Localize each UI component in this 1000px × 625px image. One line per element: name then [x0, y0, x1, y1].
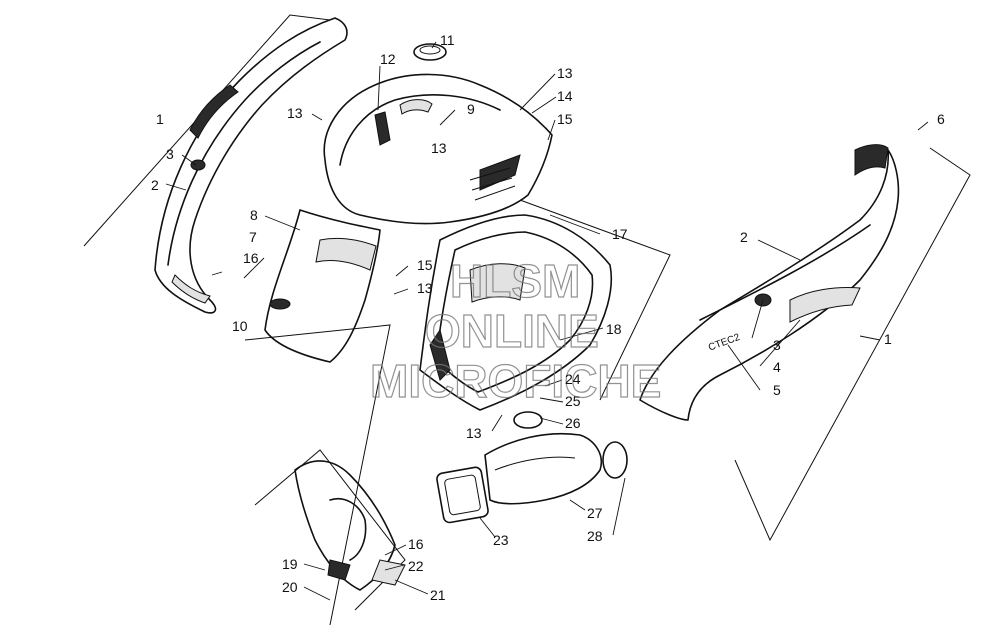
- watermark-line-3: MICROFICHE: [370, 355, 661, 407]
- right-side-panel: CTEC2: [639, 144, 971, 542]
- callout-9: 9: [467, 101, 475, 117]
- callout-13-lower: 13: [466, 425, 482, 441]
- callout-24: 24: [565, 371, 581, 387]
- callout-4: 4: [773, 359, 781, 375]
- callout-14: 14: [557, 88, 573, 104]
- callout-28: 28: [587, 528, 603, 544]
- callout-18: 18: [606, 321, 622, 337]
- callout-13-top-right: 13: [557, 65, 573, 81]
- callout-11: 11: [440, 32, 455, 48]
- callout-1-left: 1: [156, 111, 164, 127]
- callout-15-middle: 15: [417, 257, 433, 273]
- callout-3-right: 3: [773, 337, 781, 353]
- callout-23: 23: [493, 532, 509, 548]
- callout-19: 19: [282, 556, 298, 572]
- callout-3-left: 3: [166, 146, 174, 162]
- callout-17: 17: [612, 226, 628, 242]
- callout-2-right: 2: [740, 229, 748, 245]
- watermark: HLSM ONLINE MICROFICHE: [369, 254, 662, 407]
- callout-13-hood-center: 13: [431, 140, 447, 156]
- part-11-grommet: [413, 43, 447, 61]
- air-box-tray: [419, 199, 671, 411]
- callout-27: 27: [587, 505, 603, 521]
- callout-13-middle: 13: [417, 280, 433, 296]
- leader-lines: [165, 41, 929, 601]
- callout-12: 12: [380, 51, 396, 67]
- callout-labels: 1 3 2 8 7 16 10 11 12 13 9 13 13 14 15 6…: [151, 32, 945, 603]
- callout-7: 7: [249, 229, 257, 245]
- callout-25: 25: [565, 393, 581, 409]
- callout-2-left: 2: [151, 177, 159, 193]
- lower-nose-panel: [254, 449, 406, 611]
- callout-5: 5: [773, 382, 781, 398]
- watermark-line-2: ONLINE: [425, 305, 599, 357]
- callout-13-hood-left: 13: [287, 105, 303, 121]
- callout-1-right: 1: [884, 331, 892, 347]
- watermark-line-1: HLSM: [450, 255, 580, 307]
- front-hood: [244, 73, 553, 625]
- callout-15-top: 15: [557, 111, 573, 127]
- callout-8: 8: [250, 207, 258, 223]
- callout-20: 20: [282, 579, 298, 595]
- callout-16-left: 16: [243, 250, 259, 266]
- decal-text: CTEC2: [707, 332, 742, 354]
- callout-6: 6: [937, 111, 945, 127]
- intake-ducts: [436, 411, 628, 524]
- callout-16-lower: 16: [408, 536, 424, 552]
- callout-21: 21: [430, 587, 446, 603]
- callout-26: 26: [565, 415, 581, 431]
- callout-10: 10: [232, 318, 248, 334]
- left-side-panel: [83, 14, 348, 314]
- callout-22: 22: [408, 558, 424, 574]
